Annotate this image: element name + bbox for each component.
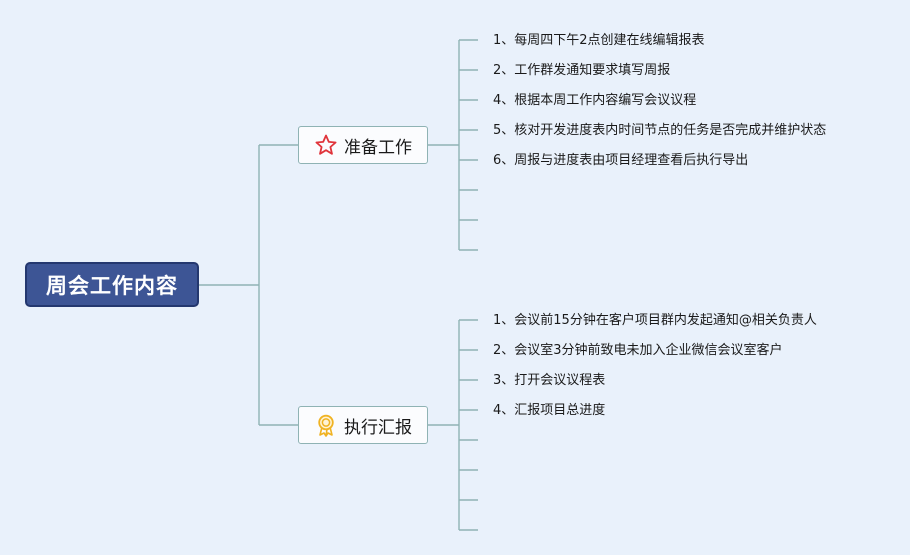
subtopic[interactable]: 4、根据本周工作内容编写会议议程 — [493, 93, 697, 108]
star-icon — [314, 133, 338, 157]
root-topic-label: 周会工作内容 — [46, 273, 178, 298]
subtopic[interactable]: 3、打开会议议程表 — [493, 373, 606, 388]
subtopic[interactable]: 6、周报与进度表由项目经理查看后执行导出 — [493, 153, 749, 168]
branch-topic-label: 准备工作 — [344, 137, 412, 158]
branch-topic-prep[interactable]: 准备工作 — [298, 126, 428, 164]
subtopic[interactable]: 1、会议前15分钟在客户项目群内发起通知@相关负责人 — [493, 313, 817, 328]
subtopic[interactable]: 4、汇报项目总进度 — [493, 403, 606, 418]
medal-icon — [314, 413, 338, 437]
root-topic[interactable]: 周会工作内容 — [25, 262, 199, 307]
subtopic[interactable]: 1、每周四下午2点创建在线编辑报表 — [493, 33, 705, 48]
branch-topic-label: 执行汇报 — [344, 417, 412, 438]
subtopic[interactable]: 5、核对开发进度表内时间节点的任务是否完成并维护状态 — [493, 123, 827, 138]
subtopic[interactable]: 2、会议室3分钟前致电未加入企业微信会议室客户 — [493, 343, 783, 358]
branch-topic-exec[interactable]: 执行汇报 — [298, 406, 428, 444]
subtopic[interactable]: 2、工作群发通知要求填写周报 — [493, 63, 671, 78]
